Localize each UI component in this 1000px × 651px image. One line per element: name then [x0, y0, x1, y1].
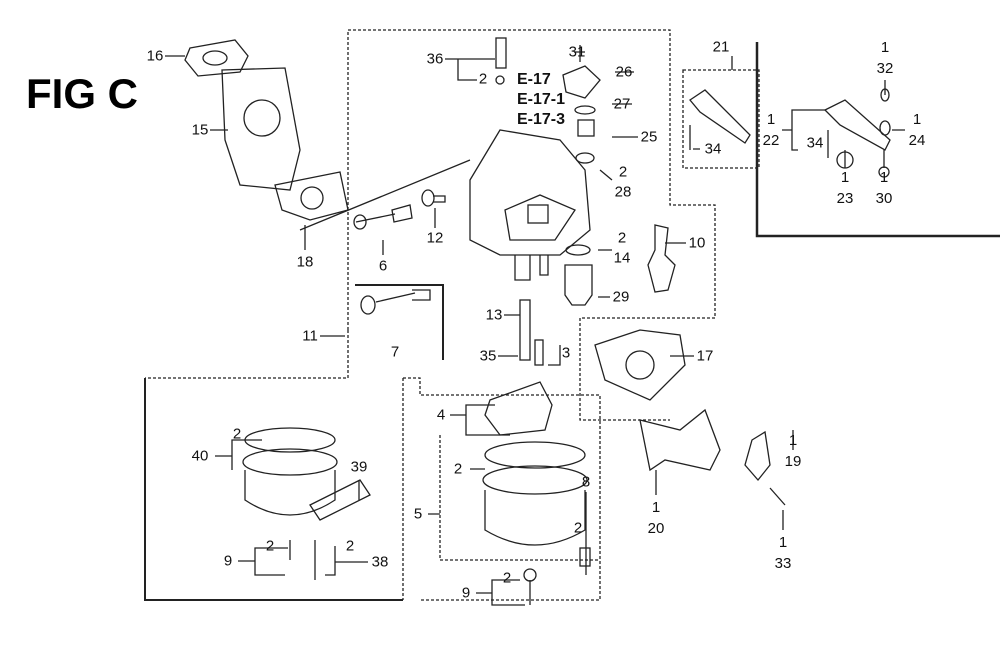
callout: 27: [613, 95, 631, 113]
callout: 25: [640, 128, 658, 146]
callout: 34: [806, 134, 824, 152]
group-outline-governor: [755, 42, 1000, 238]
callout: 3: [561, 344, 571, 362]
callout: 9: [223, 552, 233, 570]
callout: 9: [461, 584, 471, 602]
callout: 2: [502, 569, 512, 587]
callout: 11: [302, 327, 318, 345]
callout: 2: [232, 425, 242, 443]
carburetor-body: [469, 129, 591, 281]
callout: 6: [378, 257, 388, 275]
screw-7: [360, 289, 431, 315]
group-outline-main: [145, 29, 760, 601]
lever-10: [647, 224, 676, 293]
callout: 36: [426, 50, 444, 68]
screw-6: [353, 204, 413, 230]
insulator-15: [221, 67, 301, 191]
callout: 34: [704, 140, 722, 158]
lever-21: [689, 89, 751, 150]
jet-13-35-3: [519, 299, 544, 366]
callout: 39: [350, 458, 368, 476]
parts-19-33: [744, 430, 786, 506]
governor-arm-22: [823, 88, 891, 178]
bracket-20: [639, 408, 721, 472]
reference-code: E-17: [517, 71, 551, 88]
callout: 2: [265, 537, 275, 555]
gasket-16: [184, 39, 249, 77]
float-bowl-5: [482, 441, 591, 605]
float-4: [484, 381, 553, 436]
figure-title: FIG C: [26, 70, 138, 117]
callout: 2: [617, 229, 627, 247]
callout: 2: [345, 537, 355, 555]
callout: 28: [614, 183, 632, 201]
gasket-18: [274, 171, 349, 221]
screw-12: [421, 189, 446, 207]
callout: 2: [618, 163, 628, 181]
callout: 16: [146, 47, 164, 65]
callout: 15: [191, 121, 209, 139]
callout: 2: [573, 519, 583, 537]
callout: 12: [426, 229, 444, 247]
callout: 31: [568, 43, 586, 61]
float-bowl-40: [242, 427, 371, 580]
callout: 10: [688, 234, 706, 252]
callout: 2: [478, 70, 488, 88]
callout: 2: [453, 460, 463, 478]
callout: 17: [696, 347, 714, 365]
screw-36: [495, 37, 507, 85]
callout: 29: [612, 288, 630, 306]
group-outline-7: [355, 284, 444, 360]
callout: 13: [485, 306, 503, 324]
parts-14-29: [564, 244, 593, 306]
group-outline-21: [682, 69, 760, 169]
callout: 14: [613, 249, 631, 267]
group-outline-bowl: [144, 378, 403, 601]
callout: 38: [371, 553, 389, 571]
parts-27-25-28: [574, 105, 596, 164]
callout: 8: [581, 473, 591, 491]
callout: 18: [296, 253, 314, 271]
reference-code: E-17-1: [517, 91, 566, 108]
reference-code: E-17-3: [517, 111, 566, 128]
callout: 21: [712, 38, 730, 56]
callout: 5: [413, 505, 423, 523]
parts-26-31: [562, 45, 601, 99]
callout: 7: [390, 343, 400, 361]
callout: 35: [479, 347, 497, 365]
callout: 26: [615, 63, 633, 81]
gasket-17: [594, 329, 686, 401]
callout: 40: [191, 447, 209, 465]
callout: 4: [436, 406, 446, 424]
